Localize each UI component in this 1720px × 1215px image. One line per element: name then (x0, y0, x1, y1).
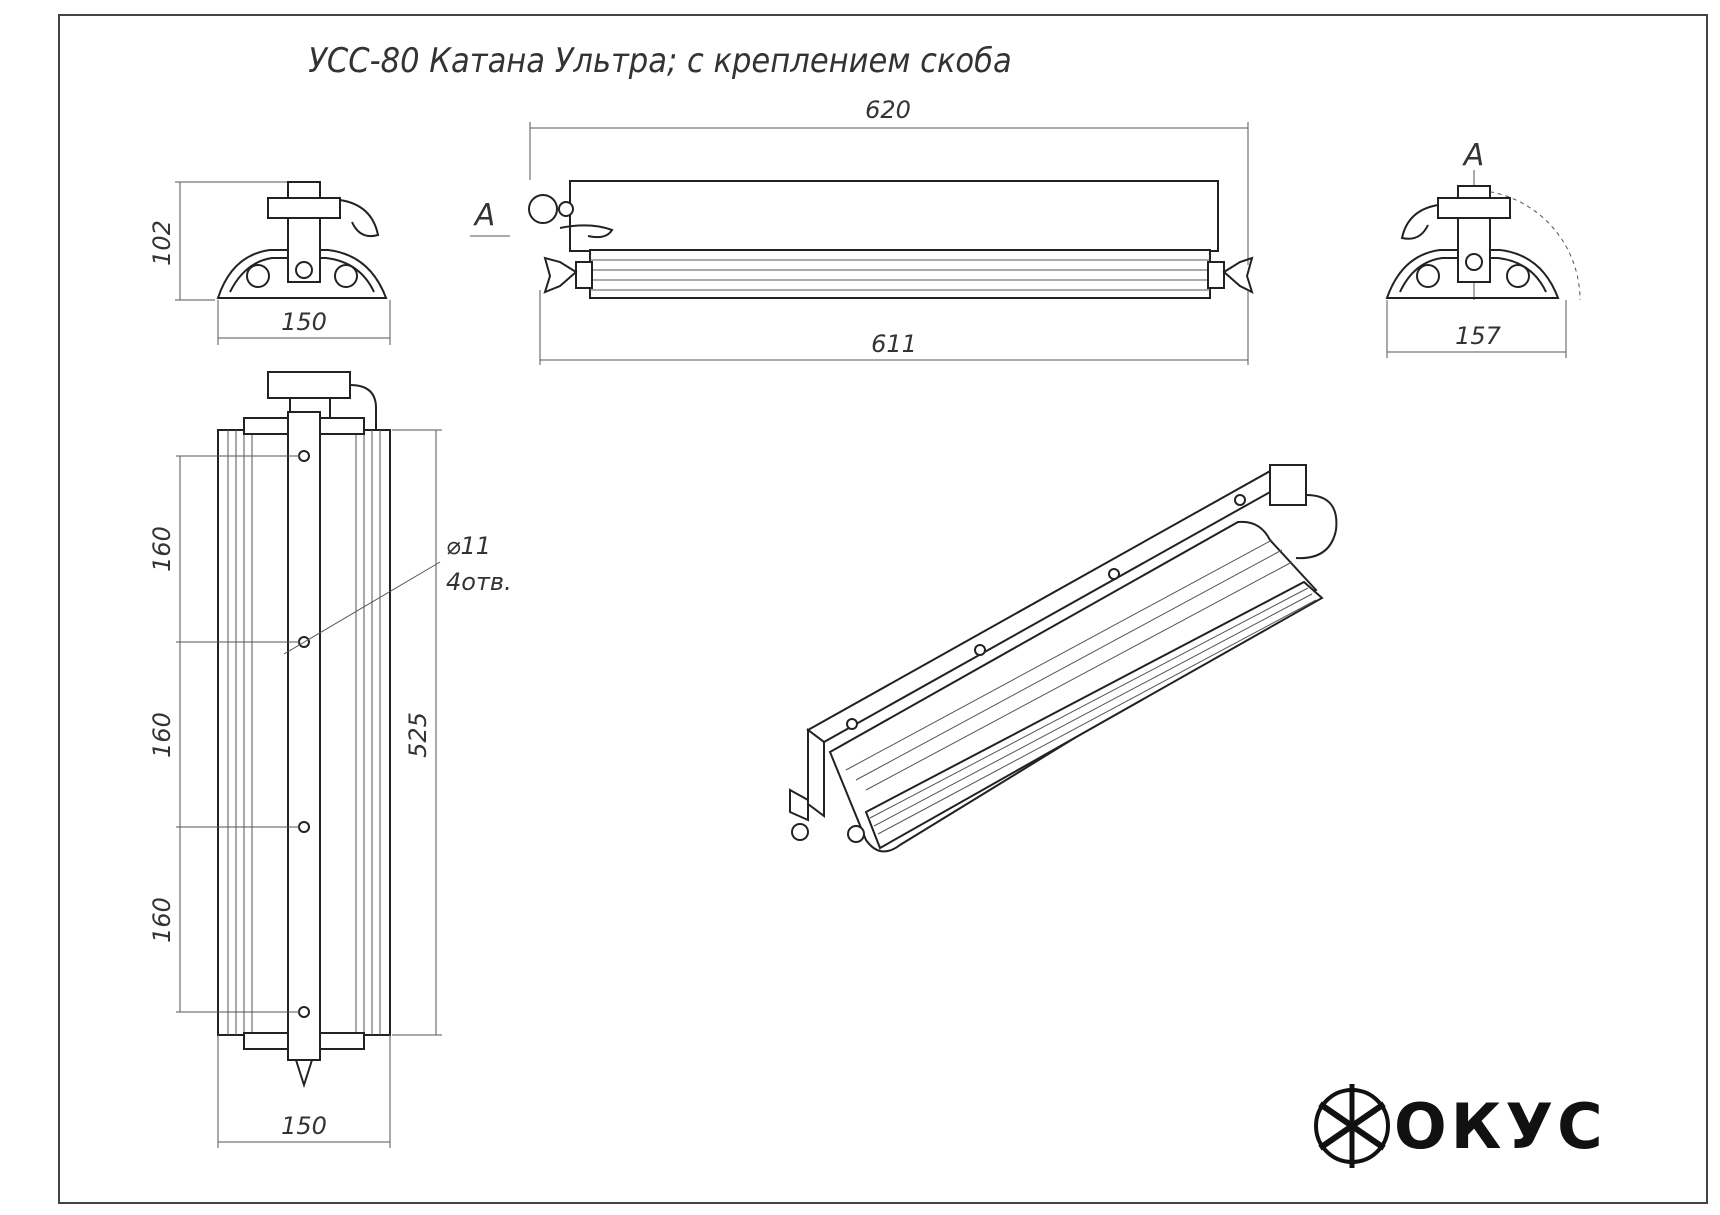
drawing-frame (58, 14, 1708, 1204)
isometric-view (789, 464, 1338, 853)
dim-side-width: 150 (281, 308, 327, 336)
section-mark-left: A (473, 198, 496, 233)
dim-body-length: 525 (404, 712, 432, 758)
dim-front-body: 611 (871, 330, 917, 358)
dim-side-height: 102 (148, 220, 176, 266)
hole-diameter-label: ⌀11 (446, 532, 491, 560)
section-mark-right: A (1462, 138, 1485, 173)
dim-hole-spacing-3: 160 (148, 897, 176, 943)
hole-count-label: 4отв. (446, 568, 512, 596)
dim-bottom-width: 150 (281, 1112, 327, 1140)
company-logo: ОКУС (1314, 1084, 1607, 1168)
logo-text: ОКУС (1394, 1090, 1607, 1163)
dim-front-overall: 620 (865, 96, 911, 124)
dim-hole-spacing-2: 160 (148, 712, 176, 758)
side-view-right: A 157 (1385, 138, 1581, 358)
side-view-left: 102 150 (148, 181, 391, 345)
top-view: 160 160 160 525 ⌀11 4отв. 150 (148, 371, 512, 1148)
drawing-title: УСС-80 Катана Ультра; с креплением скоба (308, 41, 1012, 81)
dim-hole-spacing-1: 160 (148, 526, 176, 572)
dim-side-right-width: 157 (1455, 322, 1502, 350)
front-view: 620 A 611 (470, 96, 1254, 365)
